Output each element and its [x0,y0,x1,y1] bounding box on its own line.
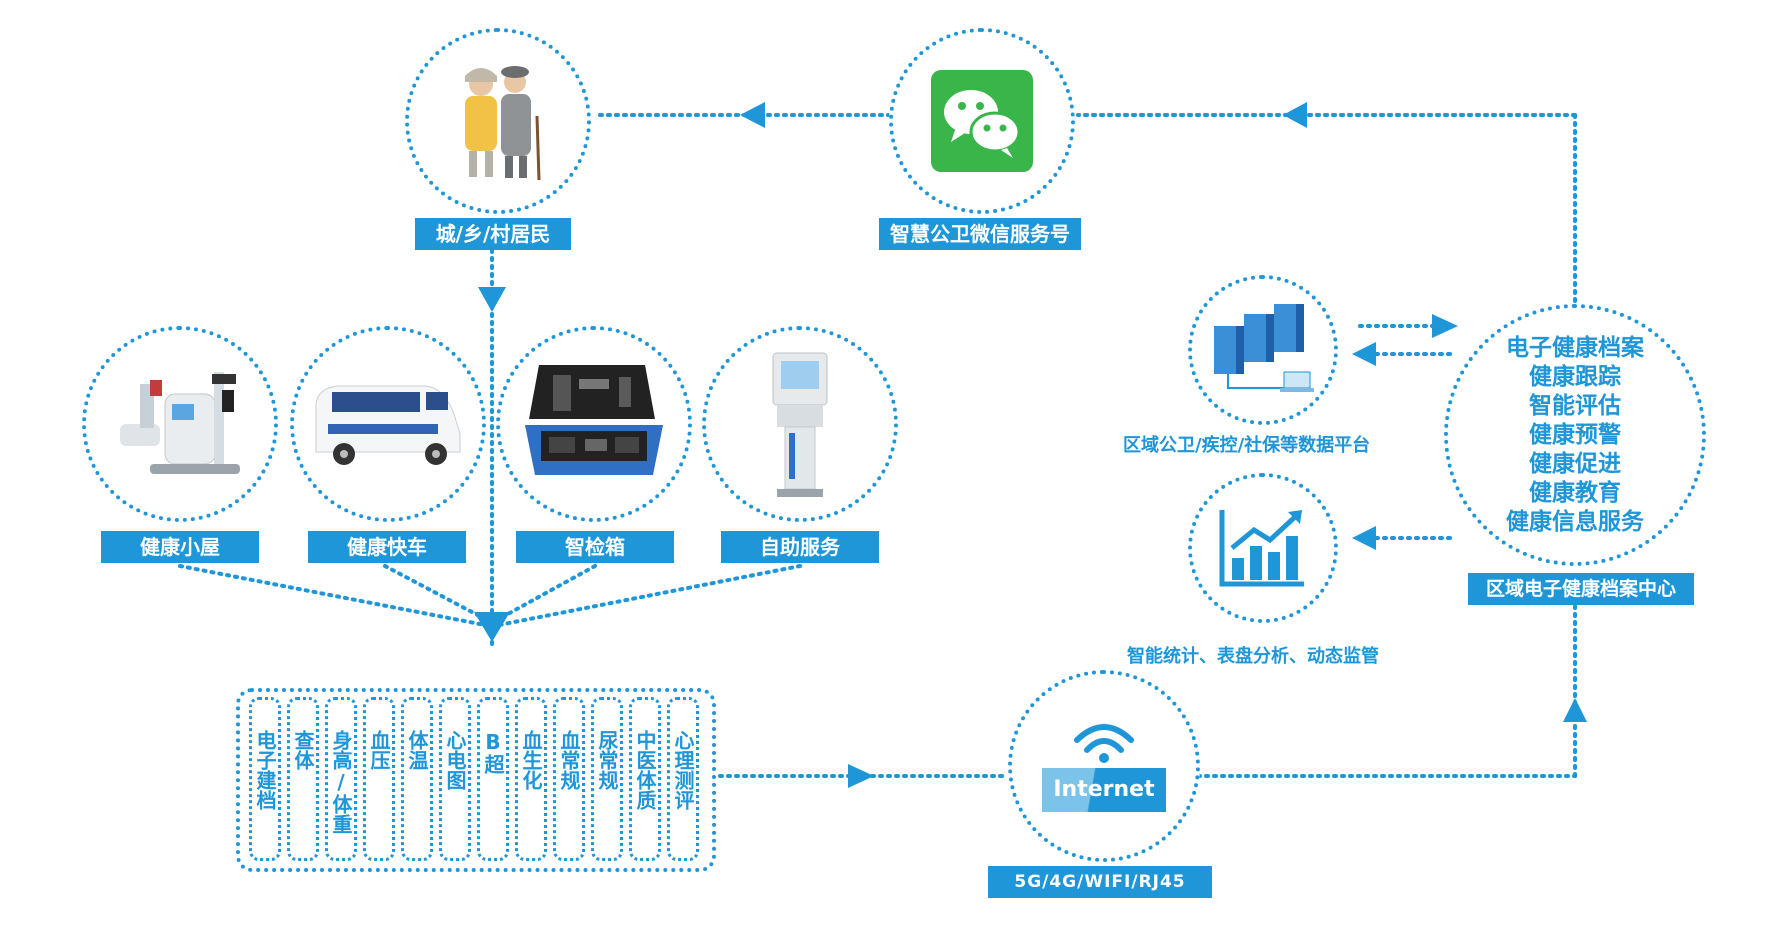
service-point-label: 健康小屋 [101,531,259,563]
function-item: 电子健康档案 [1506,335,1644,361]
function-item: 健康促进 [1529,451,1621,477]
analytics-label: 智能统计、表盘分析、动态监管 [1127,646,1379,667]
analytics-node [1188,473,1338,623]
records-center-node [1444,304,1706,566]
wechat-service-label: 智慧公卫微信服务号 [879,218,1081,250]
medical-van-icon [315,385,461,465]
exam-item: 查体 [287,697,319,861]
health-kiosk-machine-icon [120,372,240,474]
exam-item: 心电图 [439,697,471,861]
exam-item: 中医体质 [629,697,661,861]
health-kiosk-node[interactable] [82,326,278,522]
smart-check-case-icon [525,365,663,475]
exam-item: 体温 [401,697,433,861]
residents-node [405,28,591,214]
exam-items-panel [236,688,716,872]
server-cluster-icon [1214,304,1314,392]
exam-item: 身高/体重 [325,697,357,861]
exam-item: B超 [477,697,509,861]
function-item: 健康教育 [1529,480,1621,506]
exam-item: 血常规 [553,697,585,861]
exam-item: 血生化 [515,697,547,861]
exam-item: 血压 [363,697,395,861]
service-point-label: 健康快车 [308,531,466,563]
internet-node: Internet [1008,670,1200,862]
internet-badge: Internet [1042,768,1166,812]
exam-item: 心理测评 [667,697,699,861]
elderly-couple-icon [465,66,541,181]
function-item: 健康跟踪 [1529,364,1621,390]
data-platform-node [1188,275,1338,425]
growth-chart-icon [1219,510,1304,587]
wifi-icon [1074,724,1134,763]
self-service-node[interactable] [702,326,898,522]
records-center-label: 区域电子健康档案中心 [1468,573,1694,605]
self-service-terminal-icon [772,352,828,497]
records-functions-list: 电子健康档案 健康跟踪 智能评估 健康预警 健康促进 健康教育 健康信息服务 [1444,334,1706,537]
function-item: 健康预警 [1529,422,1621,448]
wechat-service-node[interactable] [889,28,1075,214]
residents-label: 城/乡/村居民 [415,218,571,250]
data-platform-label: 区域公卫/疾控/社保等数据平台 [1123,435,1371,456]
service-point-label: 自助服务 [721,531,879,563]
smart-check-case-node[interactable] [496,326,692,522]
function-item: 健康信息服务 [1506,509,1644,535]
medical-van-node[interactable] [290,326,486,522]
function-item: 智能评估 [1529,393,1621,419]
wechat-icon [931,70,1033,172]
internet-label: 5G/4G/WIFI/RJ45 [988,866,1212,898]
exam-item: 电子建档 [249,697,281,861]
service-point-label: 智检箱 [516,531,674,563]
exam-item: 尿常规 [591,697,623,861]
